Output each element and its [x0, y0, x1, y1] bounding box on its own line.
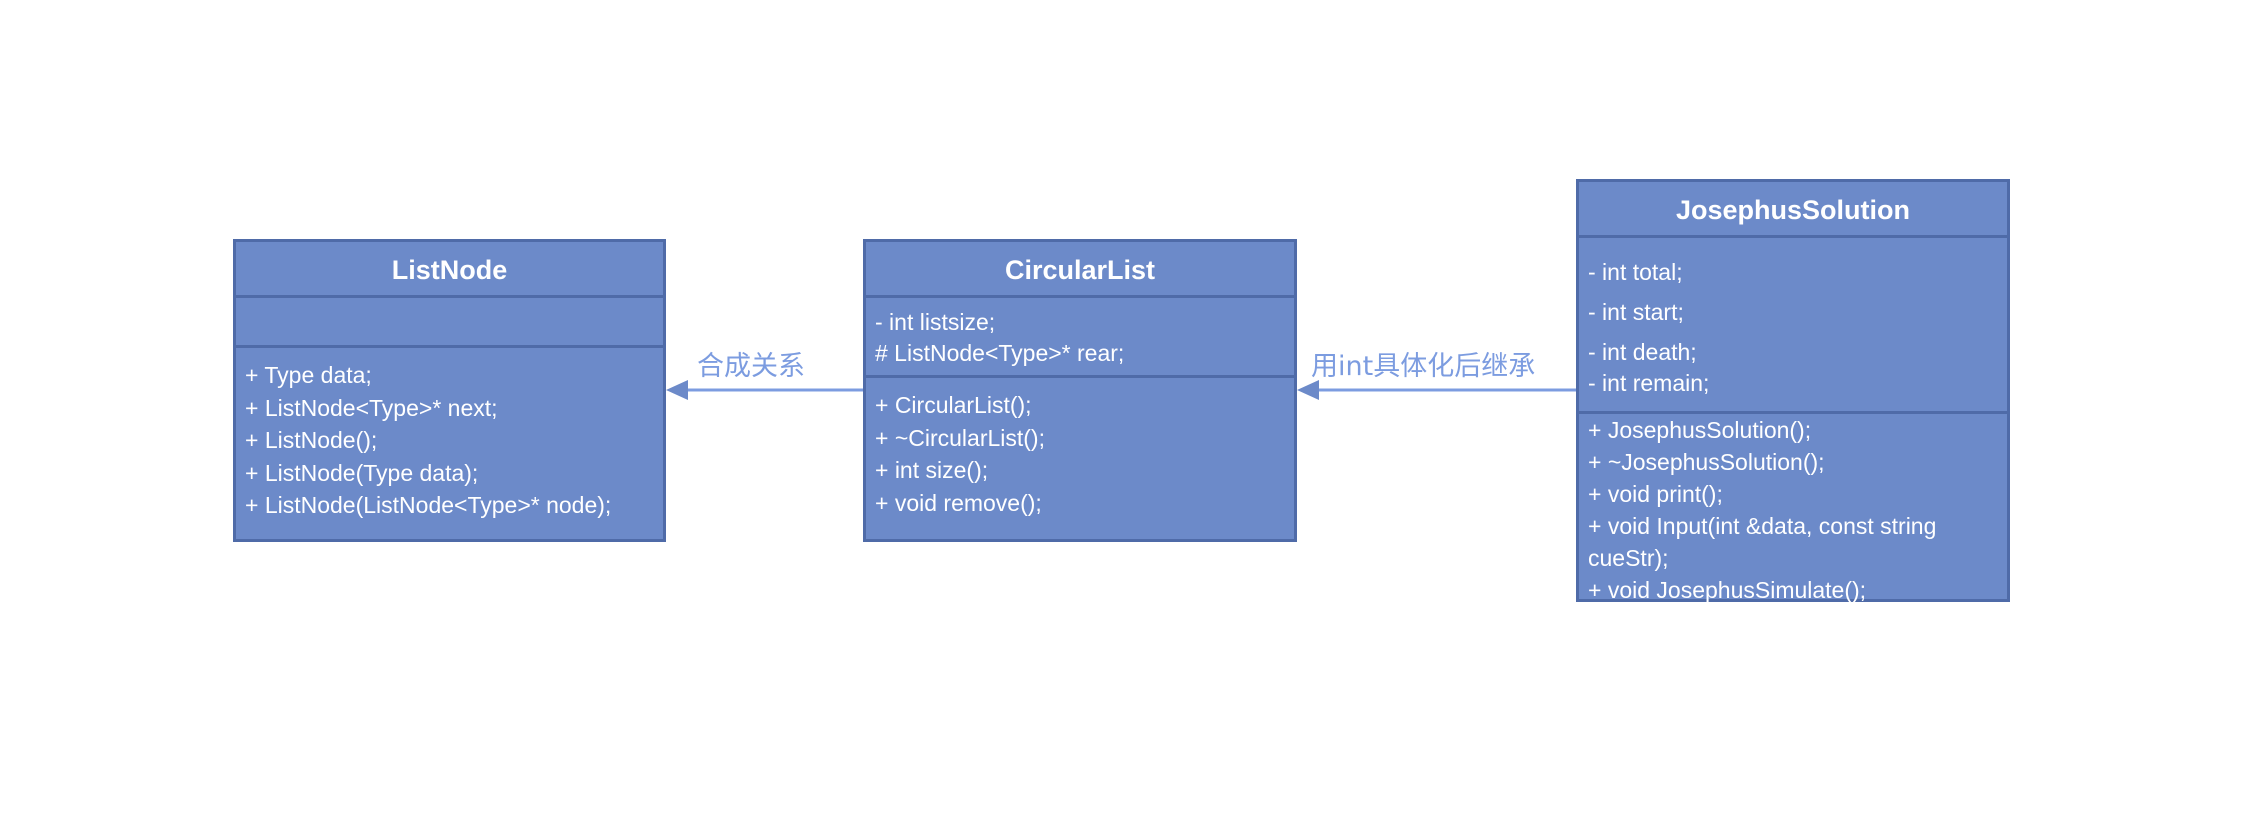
operations-section-josephussolution: + JosephusSolution(); + ~JosephusSolutio…	[1579, 414, 2007, 606]
attribute-line: - int death;	[1588, 339, 1697, 365]
inheritance-edge-label: 用int具体化后继承	[1311, 351, 1536, 382]
class-name-circularlist: CircularList	[866, 242, 1294, 298]
class-name-listnode: ListNode	[236, 242, 663, 298]
operation-line: + CircularList();	[875, 392, 1032, 418]
operation-line: + void JosephusSimulate();	[1588, 577, 1867, 603]
operation-line: + ~JosephusSolution();	[1588, 449, 1825, 475]
operation-line: + ListNode();	[245, 427, 378, 453]
operation-line: + ListNode(Type data);	[245, 459, 479, 486]
attribute-line: # ListNode<Type>* rear;	[875, 340, 1125, 366]
attribute-line: - int total;	[1588, 259, 1683, 285]
operation-line: + int size();	[875, 457, 989, 483]
operation-line: + ListNode(ListNode<Type>* node);	[245, 492, 612, 518]
inheritance-edge-arrowhead	[1297, 380, 1319, 400]
attributes-section-josephussolution: - int total; - int start; - int death; -…	[1579, 238, 2007, 414]
operation-line: + void Input(int &data, const string cue…	[1588, 513, 1937, 571]
operation-line: + void print();	[1588, 481, 1723, 507]
attribute-line: - int listsize;	[875, 309, 996, 335]
operation-line: + ~CircularList();	[875, 424, 1045, 451]
composition-edge-arrowhead	[666, 380, 688, 400]
operation-line: + Type data;	[245, 362, 372, 388]
operations-section-listnode: + Type data; + ListNode<Type>* next; + L…	[236, 348, 663, 522]
class-name-josephussolution: JosephusSolution	[1579, 182, 2007, 238]
class-box-josephussolution[interactable]: JosephusSolution - int total; - int star…	[1576, 179, 2010, 603]
operation-line: + ListNode<Type>* next;	[245, 394, 498, 421]
attributes-section-listnode	[236, 298, 663, 348]
class-box-listnode[interactable]: ListNode + Type data; + ListNode<Type>* …	[233, 239, 666, 542]
operations-section-circularlist: + CircularList(); + ~CircularList(); + i…	[866, 378, 1294, 519]
composition-edge-label: 合成关系	[697, 351, 805, 382]
operation-line: + void remove();	[875, 489, 1042, 516]
attribute-line: - int start;	[1588, 299, 1684, 325]
operation-line: + JosephusSolution();	[1588, 417, 1812, 443]
class-box-circularlist[interactable]: CircularList - int listsize; # ListNode<…	[863, 239, 1297, 542]
attributes-section-circularlist: - int listsize; # ListNode<Type>* rear;	[866, 298, 1294, 378]
attribute-line: - int remain;	[1588, 370, 1710, 396]
